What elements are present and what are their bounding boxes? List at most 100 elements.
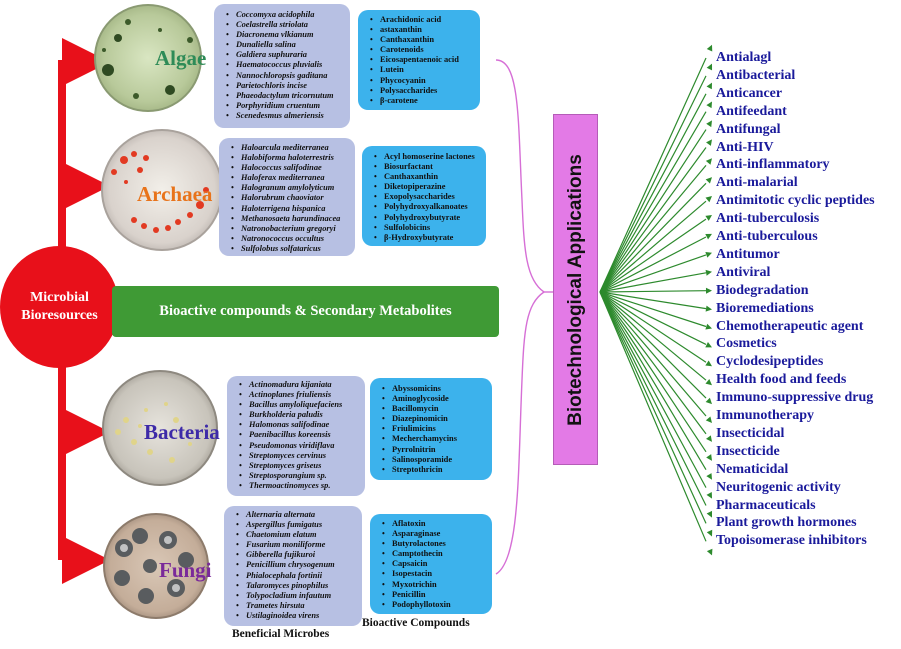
fungi-microbes-box: Alternaria alternataAspergillus fumigatu… — [224, 506, 362, 626]
microbe-item: Nannochloropsis gaditana — [226, 71, 346, 81]
microbe-item: Halomonas salifodinae — [239, 420, 361, 430]
microbe-item: Halorubrum chaoviator — [231, 193, 351, 203]
microbe-item: Scenedesmus almeriensis — [226, 111, 346, 121]
fan-arrowhead — [706, 473, 712, 480]
microbe-item: Dunaliella salina — [226, 40, 346, 50]
microbe-item: Streptosporangium sp. — [239, 471, 361, 481]
fan-line — [599, 129, 707, 293]
compound-item: Mecherchamycins — [382, 434, 488, 444]
bacteria-label: Bacteria — [144, 420, 220, 444]
fan-arrowhead — [705, 305, 712, 312]
compound-item: β-Hydroxybutyrate — [374, 233, 482, 243]
microbe-item: Haematococcus pluvialis — [226, 60, 346, 70]
archaea-microbes-list: Haloarcula mediterraneaHalobiforma halot… — [225, 143, 351, 254]
compound-item: β-carotene — [370, 96, 476, 106]
compound-item: Eicosapentaenoic acid — [370, 55, 476, 65]
application-item: Anti-HIV — [716, 139, 774, 155]
fan-line — [599, 291, 707, 435]
bracket-curve — [495, 59, 546, 575]
archaea-compounds-list: Acyl homoserine lactonesBiosurfactantCan… — [368, 152, 482, 243]
fan-line — [599, 272, 707, 293]
microbe-item: Tolypocladium infautum — [236, 591, 358, 601]
compound-item: Isopestacin — [382, 569, 488, 579]
fan-line — [599, 57, 707, 293]
application-fan-lines — [599, 44, 713, 556]
fan-arrowhead — [706, 510, 713, 518]
microbe-item: Aspergillus fumigatus — [236, 520, 358, 530]
fungi-dish-image — [103, 513, 209, 619]
compound-item: Arachidonic acid — [370, 15, 476, 25]
compound-item: Penicillin — [382, 590, 488, 600]
fan-arrowhead — [706, 548, 713, 556]
algae-microbes-list: Coccomyxa acidophilaCoelastrella striola… — [220, 10, 346, 121]
microbe-item: Burkholderia paludis — [239, 410, 361, 420]
fan-line — [599, 291, 707, 310]
compound-item: Sulfolobicins — [374, 223, 482, 233]
microbe-item: Natronobacterium gregoryi — [231, 224, 351, 234]
fan-arrowhead — [705, 379, 712, 386]
fan-line — [599, 200, 707, 293]
microbe-item: Halogranum amylolyticum — [231, 183, 351, 193]
fan-arrowhead — [706, 454, 712, 461]
microbe-item: Streptomyces griseus — [239, 461, 361, 471]
microbe-item: Trametes hirsuta — [236, 601, 358, 611]
microbe-item: Coelastrella striolata — [226, 20, 346, 30]
fan-arrowhead — [706, 139, 712, 146]
fan-arrowhead — [705, 214, 712, 221]
microbe-item: Phaeodactylum tricornutum — [226, 91, 346, 101]
microbe-item: Paenibacillus koreensis — [239, 430, 361, 440]
microbial-bioresources-circle: Microbial Bioresources — [0, 246, 119, 368]
center-label-line1: Microbial — [30, 290, 89, 305]
compound-item: Polysaccharides — [370, 86, 476, 96]
microbe-item: Natronococcus occultus — [231, 234, 351, 244]
fan-line — [599, 291, 707, 542]
fan-arrowhead — [705, 158, 712, 165]
fan-line — [599, 75, 707, 293]
fan-line — [599, 291, 707, 506]
fan-arrowhead — [705, 196, 712, 203]
application-item: Immunotherapy — [716, 408, 815, 423]
compound-item: Podophyllotoxin — [382, 600, 488, 610]
center-label-line2: Bioresources — [21, 308, 98, 323]
microbe-item: Haloarcula mediterranea — [231, 143, 351, 153]
compound-item: Canthaxanthin — [374, 172, 482, 182]
compound-item: Pyrrolnitrin — [382, 445, 488, 455]
fan-line — [599, 218, 707, 293]
fan-line — [599, 291, 707, 524]
bacteria-compounds-box: AbyssomicinsAminoglycosideBacillomycinDi… — [370, 378, 492, 480]
application-item: Immuno-suppressive drug — [716, 390, 874, 406]
compound-item: Butyrolactones — [382, 539, 488, 549]
fan-line — [599, 165, 707, 293]
compound-item: Exopolysaccharides — [374, 192, 482, 202]
compound-item: Polyhydroxybutyrate — [374, 213, 482, 223]
application-item: Insecticidal — [716, 425, 785, 441]
fan-line — [599, 291, 707, 381]
fan-line — [599, 291, 707, 363]
fan-arrowhead — [705, 342, 712, 348]
application-item: Pharmaceuticals — [716, 497, 816, 513]
microbe-item: Gibberella fujikuroi — [236, 550, 358, 560]
fan-arrowhead — [706, 435, 712, 442]
application-item: Health food and feeds — [716, 372, 847, 388]
microbe-item: Ustilaginoidea virens — [236, 611, 358, 621]
compound-item: Polyhydroxyalkanoates — [374, 202, 482, 212]
microbe-item: Penicillium chrysogenum — [236, 560, 358, 570]
fan-arrowhead — [705, 251, 712, 258]
compound-item: Phycocyanin — [370, 76, 476, 86]
fan-arrowhead — [705, 397, 712, 405]
archaea-microbes-box: Haloarcula mediterraneaHalobiforma halot… — [219, 138, 355, 256]
compound-item: Asparaginase — [382, 529, 488, 539]
bar-label: Bioactive compounds & Secondary Metaboli… — [159, 303, 452, 319]
algae-compounds-list: Arachidonic acidastaxanthinCanthaxanthin… — [364, 15, 476, 106]
compound-item: Friulimicins — [382, 424, 488, 434]
microbe-item: Actinoplanes friuliensis — [239, 390, 361, 400]
fungi-compounds-box: AflatoxinAsparaginaseButyrolactonesCampt… — [370, 514, 492, 614]
microbe-item: Sulfolobus solfataricus — [231, 244, 351, 254]
fan-arrowhead — [706, 82, 712, 90]
application-item: Antiviral — [716, 264, 771, 280]
application-item: Insecticide — [716, 443, 780, 459]
fan-arrowhead — [705, 269, 712, 276]
fan-arrowhead — [705, 323, 712, 330]
microbe-item: Diacronema vlkianum — [226, 30, 346, 40]
fan-line — [599, 291, 707, 399]
